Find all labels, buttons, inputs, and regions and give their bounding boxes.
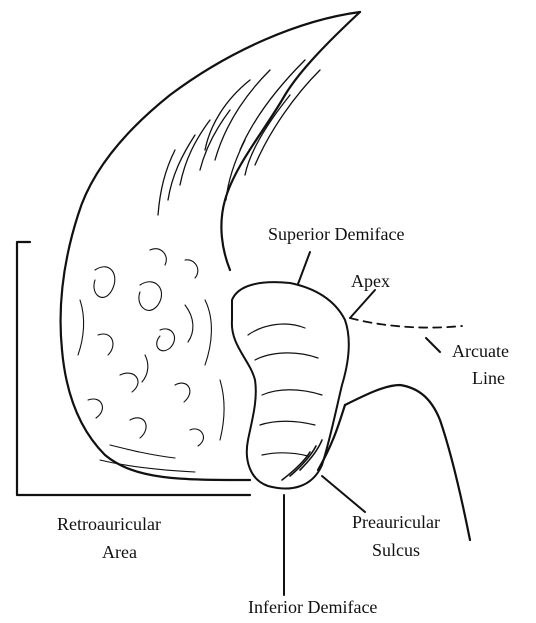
label-preauricular-2: Sulcus: [372, 540, 420, 560]
arcuate-line-pointer: [426, 338, 440, 352]
label-retroauricular-1: Retroauricular: [57, 514, 161, 534]
label-arcuate-line-2: Line: [472, 368, 505, 388]
label-superior-demiface: Superior Demiface: [268, 224, 404, 244]
label-apex: Apex: [351, 271, 390, 291]
label-retroauricular-2: Area: [102, 542, 137, 562]
retroauricular-texture: [78, 249, 224, 472]
label-inferior-demiface: Inferior Demiface: [248, 597, 377, 617]
blade-hatching: [158, 60, 320, 215]
auricular-surface: [232, 282, 349, 488]
superior-demiface-pointer: [298, 252, 310, 284]
retroauricular-bracket: [17, 242, 250, 495]
apex-pointer: [350, 290, 375, 318]
arcuate-line: [350, 318, 462, 328]
preauricular-sulcus-pointer: [322, 476, 365, 512]
label-arcuate-line-1: Arcuate: [452, 341, 509, 361]
ilium-outline: [61, 12, 470, 540]
label-preauricular-1: Preauricular: [352, 512, 440, 532]
